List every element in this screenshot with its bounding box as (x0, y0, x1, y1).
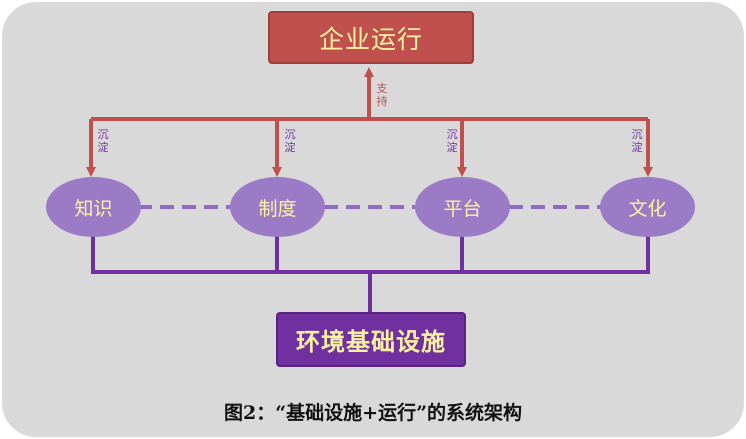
deposit-label-1: 沉淀 (97, 128, 109, 154)
deposit-label-4: 沉淀 (631, 128, 643, 154)
figure-caption: 图2：“基础设施+运行”的系统架构 (224, 402, 522, 424)
deposit-label-2: 沉淀 (284, 128, 296, 154)
enterprise-operation-box: 企业运行 (268, 11, 474, 64)
support-label: 支持 (376, 82, 388, 108)
node-culture: 文化 (600, 177, 695, 237)
node-system: 制度 (230, 177, 325, 237)
node-platform: 平台 (415, 177, 510, 237)
node-knowledge: 知识 (46, 177, 141, 237)
infrastructure-box: 环境基础设施 (276, 312, 466, 367)
deposit-label-3: 沉淀 (446, 128, 458, 154)
